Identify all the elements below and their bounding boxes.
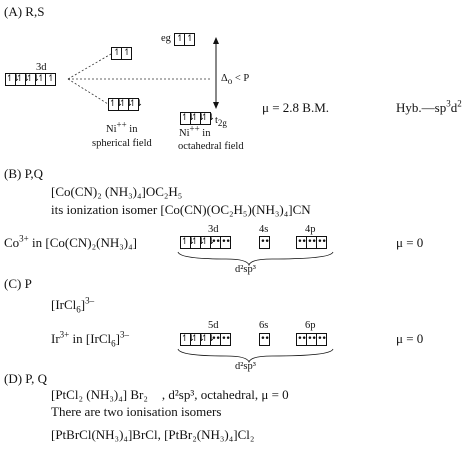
orbital-cell: ↿ [36, 74, 46, 85]
orbital-cell: •• [317, 334, 327, 344]
hybridisation-c: d²sp³ [235, 361, 256, 372]
orbital-cell: •• [211, 334, 221, 345]
label-4s-b: 4s [259, 224, 269, 235]
orbital-cell: ↿⇂ [6, 74, 20, 85]
orbital-box-4p-b: •••••• [296, 236, 327, 249]
label-6s-c: 6s [259, 320, 269, 331]
orbital-box-eg-right: ↿↿ [174, 33, 195, 46]
orbital-cell: •• [260, 334, 270, 344]
heading-d: (D) P, Q [4, 371, 47, 386]
orbital-cell: ↿⇂ [181, 237, 195, 248]
hybridisation-a: Hyb.—sp3d2 [396, 98, 462, 115]
co-ion-line: Co3+ in [Co(CN)₂(NH₃)₄] [4, 233, 137, 250]
orbital-cell: ↿ [175, 34, 185, 45]
label-4p-b: 4p [305, 224, 316, 235]
orbital-cell: ↿⇂ [181, 113, 195, 124]
label-t2g-a: t2g [215, 115, 227, 129]
magnetic-moment-b: μ = 0 [396, 235, 424, 250]
heading-b: (B) P,Q [4, 166, 44, 181]
heading-a: (A) R,S [4, 4, 45, 19]
label-6p-c: 6p [305, 320, 316, 331]
orbital-box-6s-c: •• [259, 333, 270, 346]
isomer-list-d: [PtBrCl(NH₃)₄]BrCl, [PtBr₂(NH₃)₄]Cl₂ [51, 427, 255, 442]
orbital-cell: ↿⇂ [181, 334, 195, 345]
orbital-box-6p-c: •••••• [296, 333, 327, 346]
orbital-cell: ↿⇂ [201, 113, 215, 123]
orbital-box-eg-upper: ↿↿ [111, 47, 132, 60]
orbital-cell: ↿ [112, 48, 122, 59]
delta-label-a: Δo < P [221, 73, 250, 87]
orbital-cell: ↿ [47, 74, 55, 84]
orbital-cell: •• [307, 334, 317, 345]
ni-octahedral-label: Ni++ in [179, 123, 211, 139]
ir-ion-line: Ir3+ in [IrCl6]3– [51, 329, 129, 349]
orbital-cell: ↿⇂ [26, 74, 40, 85]
orbital-cell: •• [297, 237, 307, 248]
orbital-cell: ↿⇂ [119, 99, 133, 110]
orbital-cell: ↿⇂ [109, 99, 123, 110]
orbital-cell: ↿⇂ [16, 74, 30, 85]
magnetic-moment-c: μ = 0 [396, 331, 424, 346]
label-3d-a: 3d [36, 62, 47, 73]
orbital-box-t2g-left: ↿⇂↿⇂↿⇂ [108, 98, 143, 111]
orbital-cell: •• [260, 237, 270, 247]
heading-c: (C) P [4, 276, 32, 291]
orbital-box-4s-b: •• [259, 236, 270, 249]
orbital-cell: ↿ [123, 48, 131, 58]
formula-d: [PtCl₂ (NH₃)₄] Br₂, d²sp³, octahedral, μ… [51, 387, 289, 402]
hybridisation-b: d²sp³ [235, 264, 256, 275]
spherical-field-label: spherical field [92, 138, 152, 149]
orbital-cell: ↿⇂ [191, 237, 205, 248]
formula-b: [Co(CN)₂ (NH₃)₄]OC₂H₅ [51, 184, 183, 199]
orbital-cell: •• [307, 237, 317, 248]
octahedral-field-label: octahedral field [178, 141, 244, 152]
orbital-box-3d-b: ↿⇂↿⇂↿⇂•••• [180, 236, 231, 249]
orbital-cell: •• [221, 237, 231, 247]
orbital-cell: ↿⇂ [129, 99, 143, 109]
orbital-cell: •• [221, 334, 231, 344]
ionization-isomer-b: its ionization isomer [Co(CN)(OC₂H₅)(NH₃… [51, 202, 311, 217]
ni-spherical-label: Ni++ in [106, 119, 138, 135]
formula-c: [IrCl6]3– [51, 295, 95, 315]
orbital-box-t2g-right: ↿⇂↿⇂↿⇂ [180, 112, 215, 125]
orbital-cell: •• [297, 334, 307, 345]
orbital-cell: ↿⇂ [191, 334, 205, 345]
label-5d-c: 5d [208, 320, 219, 331]
orbital-box-3d-a: ↿⇂↿⇂↿⇂↿↿ [5, 73, 56, 86]
orbital-cell: ↿⇂ [201, 237, 215, 248]
orbital-cell: •• [317, 237, 327, 247]
label-3d-b: 3d [208, 224, 219, 235]
orbital-cell: ↿ [186, 34, 194, 44]
label-eg-a: eg [161, 33, 171, 44]
magnetic-moment-a: μ = 2.8 B.M. [262, 100, 330, 115]
orbital-box-5d-c: ↿⇂↿⇂↿⇂•••• [180, 333, 231, 346]
orbital-cell: ↿⇂ [201, 334, 215, 345]
isomers-statement-d: There are two ionisation isomers [51, 404, 222, 419]
orbital-cell: •• [211, 237, 221, 248]
orbital-cell: ↿⇂ [191, 113, 205, 124]
